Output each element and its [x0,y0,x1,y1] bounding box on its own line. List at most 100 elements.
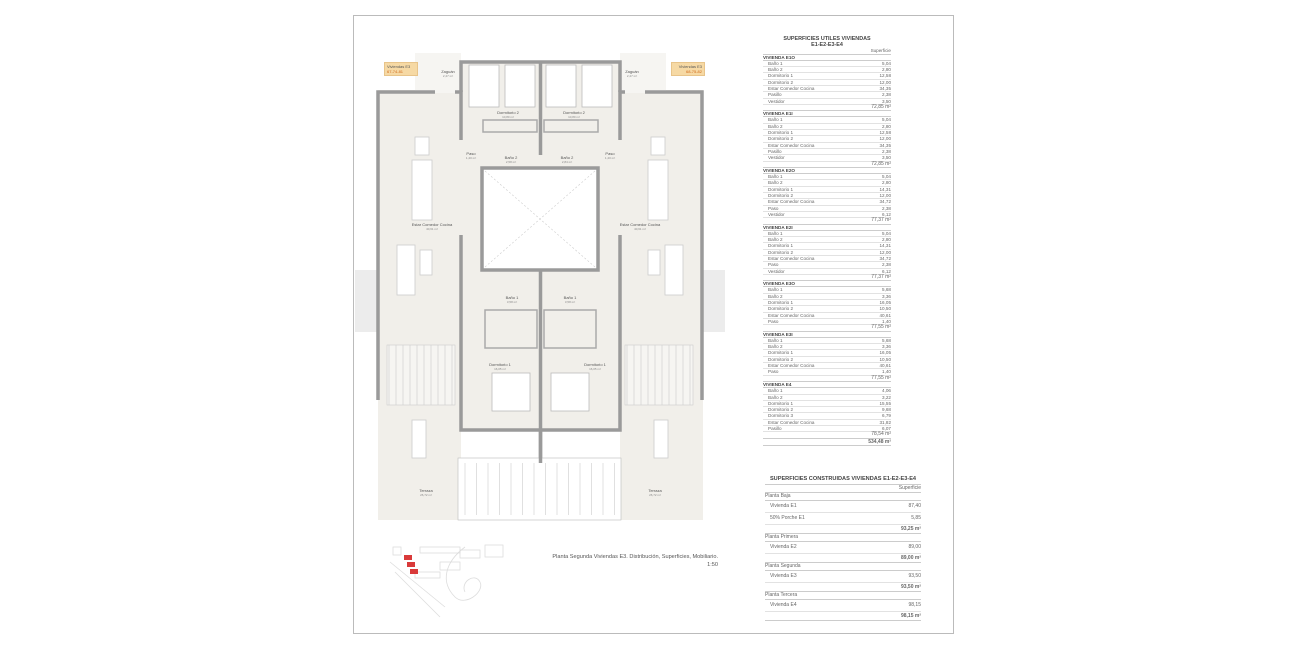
table-row: Paso 1,40 [763,369,891,376]
room-name: Vestidor [768,211,785,217]
room-area: 1,40 m² [465,156,477,160]
room-name: Dormitorio 1 [768,186,794,192]
room-name: Estar Comedor Cocina [411,222,453,227]
room-name: Dormitorio 2 [768,193,794,199]
room-area: 16,05 [879,300,892,306]
room-area: 40,61 m² [634,227,646,231]
room-area: 26,72 m² [649,493,661,497]
room-area: 14,31 [879,243,892,249]
floor-total: 93,25 m² [765,525,921,534]
room-name: Paso [768,369,779,375]
section-header: VIVIENDA E1O [763,55,891,61]
room-name: Estar Comedor Cocina [768,312,815,318]
floor-header: Planta Segunda [765,563,921,571]
highlighted-buildings [404,555,418,574]
room-area: 10,80 m² [502,115,514,119]
section-total: 77,37 m² [763,274,891,282]
room-area: 16,05 [879,350,892,356]
section-header: VIVIENDA E2I [763,225,891,231]
room-area: 31,82 [879,419,892,425]
room-name: Baño 1 [768,337,783,343]
room-area: 34,35 [879,85,892,91]
table-title: SUPERFICIES UTILES VIVIENDAS [783,36,871,42]
floor-header: Planta Tercera [765,592,921,600]
grand-total: 534,48 m² [763,439,891,446]
table-row: Baño 1 5,04 [763,174,891,181]
table-row: Estar Comedor Cocina 34,35 [763,85,892,93]
site-building-highlight [410,569,418,574]
unit-name: Vivienda E4 [770,602,797,608]
column-header: Superficie [763,48,891,55]
room-area: 5,04 [882,230,891,236]
room-area: 3,58 m² [506,300,518,304]
unit-area: 93,50 [908,573,921,579]
room-name: Dormitorio 1 [768,243,794,249]
section-header: VIVIENDA E2O [763,168,891,175]
section-header: VIVIENDA E1I [763,111,891,118]
room-name: Dormitorio 1 [768,73,794,79]
room-area: 3,36 [882,344,891,350]
table-row: Estar Comedor Cocina 31,82 [763,419,892,427]
room-name: Dormitorio 2 [768,306,794,312]
room-name: Vestidor [768,98,785,104]
floor-header: Planta Primera [765,534,921,542]
room-name: Baño 1 [768,60,783,66]
room-area: 2,47 m² [626,74,638,78]
room-area: 1,40 [882,369,891,375]
room-area: 10,50 [879,356,892,362]
room-name: Zaguán [441,69,455,74]
room-area: 5,68 [882,337,891,343]
room-area: 3,58 m² [564,300,576,304]
room-area: 15,55 [879,400,892,406]
column-header: Superficie [765,485,921,493]
room-name: Pasillo [768,426,782,432]
room-name: Baño 1 [768,174,783,180]
room-area: 10,80 m² [568,115,580,119]
room-name: Dormitorio 1 [768,400,794,406]
room-area: 5,04 [882,174,891,180]
room-area: 5,04 [882,117,891,123]
room-area: 34,72 [879,199,892,205]
unit-name: Vivienda E2 [770,544,797,550]
room-area: 34,35 [879,142,892,148]
room-area: 16,05 m² [494,367,506,371]
room-name: Dormitorio 2 [768,407,794,413]
room-area: 6,07 [882,426,891,432]
room-name: Baño 2 [504,155,518,160]
room-name: Pasillo [768,92,782,98]
room-area: 2,80 [882,67,891,73]
room-name: Estar Comedor Cocina [768,85,815,91]
room-area: 2,80 [882,237,891,243]
table-row: Baño 1 5,68 [763,337,891,345]
room-name: Estar Comedor Cocina [768,419,815,425]
unit-area: 89,00 [908,544,921,550]
room-area: 10,50 [879,306,892,312]
table-row: Dormitorio 1 14,31 [763,243,892,250]
section-header: VIVIENDA E3I [763,332,891,338]
room-area: 1,40 m² [604,156,616,160]
room-area: 12,00 [879,193,892,199]
caption-scale: 1:50 [707,562,718,568]
table-row: Dormitorio 2 10,50 [763,306,892,313]
